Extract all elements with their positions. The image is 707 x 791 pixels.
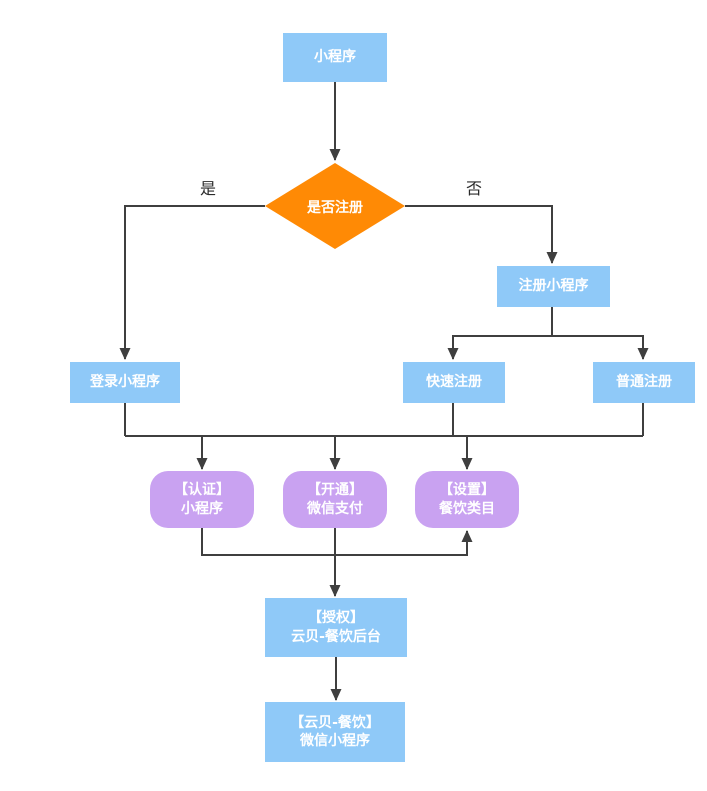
node-authorize-line2: 云贝-餐饮后台 <box>291 628 381 645</box>
node-final-line1: 【云贝-餐饮】 <box>290 714 380 731</box>
node-normal-register: 普通注册 <box>593 362 695 403</box>
node-certify-line2: 小程序 <box>181 500 223 517</box>
node-authorize-line1: 【授权】 <box>308 610 364 627</box>
edge-decision-to-login <box>119 205 265 360</box>
node-set-catering-category: 【设置】 餐饮类目 <box>415 471 519 528</box>
node-mini-program-label: 小程序 <box>314 49 356 66</box>
edge-label-no: 否 <box>459 175 489 199</box>
node-enable-wechat-pay: 【开通】 微信支付 <box>283 471 387 528</box>
node-yunbei-catering-mini-program: 【云贝-餐饮】 微信小程序 <box>265 702 405 762</box>
edge-decision-to-register <box>405 205 558 264</box>
node-final-line2: 微信小程序 <box>300 733 370 749</box>
node-login-label: 登录小程序 <box>90 374 160 391</box>
node-decision-registered-label: 是否注册 <box>307 200 363 216</box>
node-authorize-yunbei-backend: 【授权】 云贝-餐饮后台 <box>265 598 407 657</box>
decision-diamond-shape <box>265 163 405 249</box>
node-mini-program: 小程序 <box>283 33 387 82</box>
node-certify-line1: 【认证】 <box>174 482 230 499</box>
edge-register-to-quick <box>447 335 552 360</box>
node-register-mini-program: 注册小程序 <box>497 266 610 307</box>
node-certify-mini-program: 【认证】 小程序 <box>150 471 254 528</box>
node-quick-register-label: 快速注册 <box>426 374 482 391</box>
node-register-label: 注册小程序 <box>518 278 589 295</box>
node-category-line1: 【设置】 <box>439 482 495 499</box>
edge-register-to-normal <box>552 335 649 360</box>
node-category-line2: 餐饮类目 <box>439 500 495 517</box>
node-pay-line1: 【开通】 <box>307 482 363 499</box>
node-login-mini-program: 登录小程序 <box>70 362 180 403</box>
edge-label-yes: 是 <box>193 175 223 199</box>
node-quick-register: 快速注册 <box>403 362 505 403</box>
node-pay-line2: 微信支付 <box>307 500 363 517</box>
node-normal-register-label: 普通注册 <box>616 374 672 391</box>
